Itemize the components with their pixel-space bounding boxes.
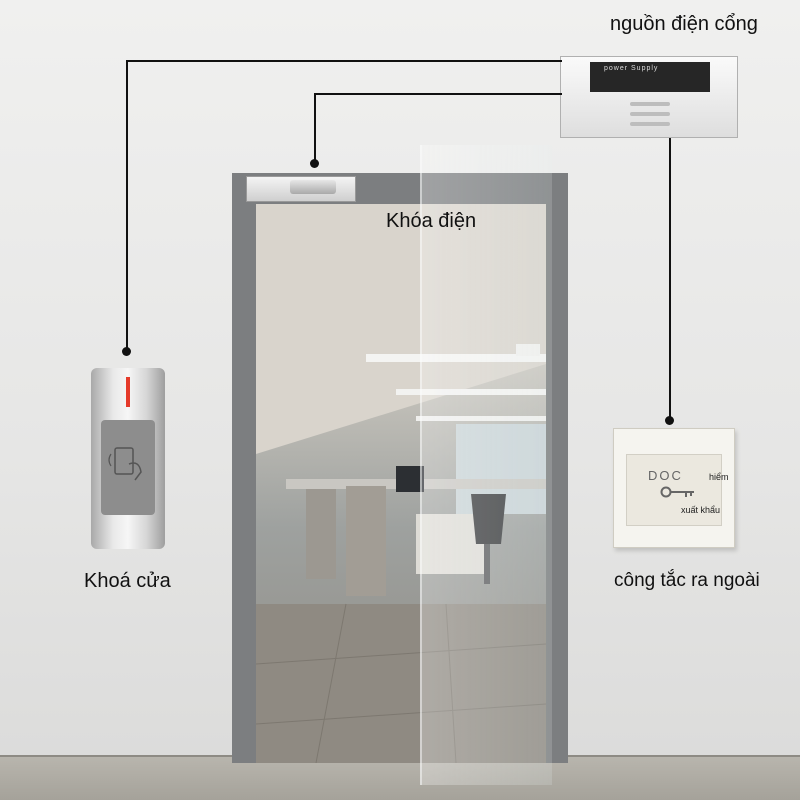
label-exit-switch: công tắc ra ngoài xyxy=(614,570,760,591)
power-supply-label-text: power Supply xyxy=(604,65,659,72)
key-icon xyxy=(660,486,694,498)
glass-door-panel xyxy=(420,145,552,785)
vent-slot xyxy=(630,102,670,106)
vent-slot xyxy=(630,112,670,116)
power-supply-box: power Supply xyxy=(560,56,738,138)
power-supply-label-plate: power Supply xyxy=(590,62,710,92)
switch-brand: DOC xyxy=(648,468,683,483)
wire-end-dot xyxy=(310,159,319,168)
card-tap-icon xyxy=(108,447,142,481)
electric-lock-bolt xyxy=(290,180,336,194)
wire-end-dot xyxy=(122,347,131,356)
label-power-supply: nguồn điện cổng xyxy=(610,13,758,35)
reader-pad xyxy=(101,420,155,515)
office-scene-illustration xyxy=(256,204,546,763)
exit-switch-button xyxy=(626,454,722,526)
reader-led xyxy=(126,377,130,407)
label-door-reader: Khoá cửa xyxy=(84,570,171,592)
switch-text-top: hiểm xyxy=(709,472,729,482)
wire xyxy=(126,60,128,351)
wire xyxy=(126,60,562,62)
wire-end-dot xyxy=(665,416,674,425)
switch-text-bottom: xuất khẩu xyxy=(681,505,721,515)
office-view xyxy=(256,204,546,763)
vent-slot xyxy=(630,122,670,126)
wire xyxy=(314,93,316,163)
label-electric-lock: Khóa điện xyxy=(386,210,477,232)
wire xyxy=(669,138,671,420)
wire xyxy=(314,93,562,95)
